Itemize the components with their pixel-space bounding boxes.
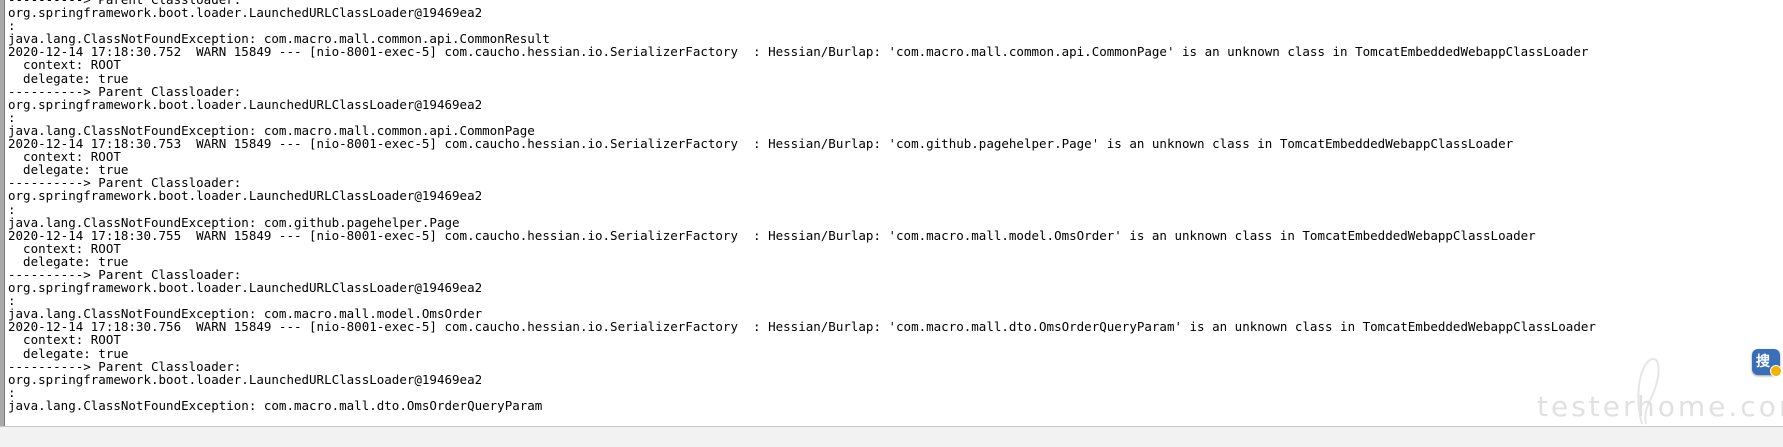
console-line: context: ROOT [8,57,121,73]
console-line: : [8,109,16,125]
console-line: java.lang.ClassNotFoundException: com.ma… [8,397,543,413]
console-line: java.lang.ClassNotFoundException: com.gi… [8,214,460,230]
window-left-border [0,0,5,447]
console-line: ----------> Parent Classloader: [8,266,242,282]
watermark: testerhome.com [1537,357,1783,432]
console-line: 2020-12-14 17:18:30.756 WARN 15849 --- [… [8,319,1596,335]
console-line: java.lang.ClassNotFoundException: com.ma… [8,306,483,322]
console-line: 2020-12-14 17:18:30.753 WARN 15849 --- [… [8,136,1514,152]
console-line: ----------> Parent Classloader: [8,358,242,374]
console-line: : [8,201,16,217]
console-line: org.springframework.boot.loader.Launched… [8,5,483,21]
console-line: : [8,18,16,34]
input-method-icon[interactable]: 搜 [1752,349,1782,377]
console-line: org.springframework.boot.loader.Launched… [8,280,483,296]
console-line: : [8,293,16,309]
watermark-text: testerhome.com [1537,390,1783,423]
console-line: context: ROOT [8,240,121,256]
console-line: context: ROOT [8,149,121,165]
console-line: ----------> Parent Classloader: [8,0,1748,6]
console-line: ----------> Parent Classloader: [8,83,242,99]
console-line: 2020-12-14 17:18:30.752 WARN 15849 --- [… [8,44,1589,60]
console-line: ----------> Parent Classloader: [8,175,242,191]
watermark-flourish-icon [1637,357,1660,425]
bottom-bar [0,426,1783,447]
console-line: java.lang.ClassNotFoundException: com.ma… [8,122,535,138]
console-line: delegate: true [8,162,129,178]
console-line: delegate: true [8,70,129,86]
console-line: 2020-12-14 17:18:30.755 WARN 15849 --- [… [8,227,1536,243]
console-line: java.lang.ClassNotFoundException: com.ma… [8,31,550,47]
console-output: ----------> Parent Classloader:org.sprin… [8,0,1748,412]
status-dot-icon [1770,365,1782,377]
console-line: org.springframework.boot.loader.Launched… [8,371,483,387]
console-line: delegate: true [8,253,129,269]
console-line: : [8,384,16,400]
console-line: context: ROOT [8,332,121,348]
console-line: delegate: true [8,345,129,361]
console-line: org.springframework.boot.loader.Launched… [8,188,483,204]
console-line: org.springframework.boot.loader.Launched… [8,96,483,112]
input-method-glyph: 搜 [1756,354,1770,370]
